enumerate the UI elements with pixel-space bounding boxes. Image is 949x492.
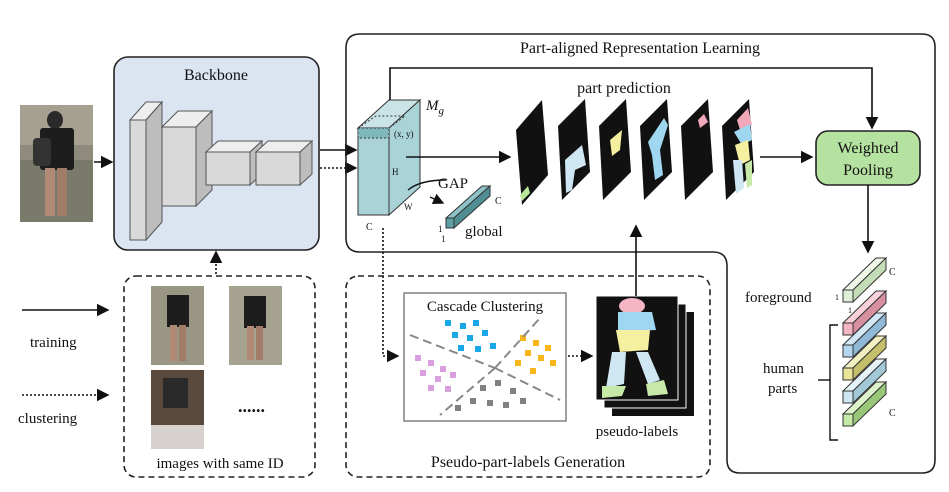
part-prediction-maps — [516, 99, 754, 205]
legend-training-label: training — [30, 335, 77, 351]
part-bar-5 — [841, 380, 888, 428]
foreground-label: foreground — [745, 290, 812, 306]
more-images-dots: ...... — [238, 396, 265, 416]
weighted-pooling-line2: Pooling — [843, 162, 893, 179]
part-aligned-box — [345, 33, 936, 474]
part-bar-1 — [841, 289, 888, 337]
to-clustering-arrow — [382, 228, 400, 363]
part-prediction-title: part prediction — [577, 80, 671, 97]
output-channel-top: C — [889, 267, 896, 278]
gap-connector — [407, 179, 447, 191]
input-person-image — [20, 105, 93, 222]
backbone-title: Backbone — [184, 67, 248, 84]
skip-arrow — [389, 67, 879, 130]
images-same-id-label: images with same ID — [156, 456, 283, 472]
part-bar-3 — [841, 334, 888, 382]
cluster-points — [415, 320, 556, 411]
legend-clustering-label: clustering — [18, 411, 78, 427]
feature-map-label: Mg — [425, 98, 445, 117]
width-label: W — [404, 202, 413, 212]
height-label: H — [392, 167, 399, 177]
cascade-clustering-title: Cascade Clustering — [427, 299, 544, 315]
weighted-pooling-line1: Weighted — [838, 140, 899, 157]
gap-one-a: 1 — [438, 224, 443, 234]
output-feature-bars — [841, 256, 888, 428]
images-same-id-box — [123, 275, 316, 478]
human-label: human — [763, 361, 804, 377]
gap-label: GAP — [438, 176, 468, 192]
gap-one-b: 1 — [441, 234, 446, 244]
output-one-b: 1 — [848, 306, 852, 315]
part-bar-4 — [841, 357, 888, 405]
pseudo-gen-box — [345, 275, 711, 478]
coordinate-label: (x, y) — [394, 129, 414, 139]
backbone-cubes — [128, 100, 314, 242]
cluster-boundaries — [409, 317, 561, 416]
parts-bracket — [829, 324, 838, 441]
parts-label: parts — [768, 381, 797, 397]
output-one-a: 1 — [835, 293, 839, 302]
part-aligned-title: Part-aligned Representation Learning — [520, 40, 760, 57]
output-channel-bottom: C — [889, 408, 896, 419]
foreground-bar — [841, 256, 888, 304]
global-feature-bar — [444, 184, 492, 230]
part-bar-2 — [841, 311, 888, 359]
pseudo-labels-label: pseudo-labels — [596, 424, 679, 440]
global-label: global — [465, 224, 503, 240]
gap-channel-label: C — [495, 196, 502, 207]
pseudo-label-maps — [595, 295, 694, 416]
pseudo-gen-title: Pseudo-part-labels Generation — [431, 454, 625, 471]
same-id-images — [151, 286, 282, 449]
channel-label: C — [366, 222, 373, 233]
